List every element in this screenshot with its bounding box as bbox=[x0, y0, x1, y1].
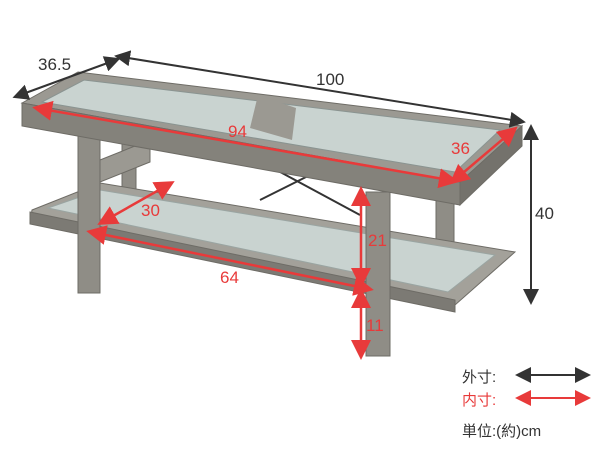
shelf-clearance-label: 21 bbox=[368, 231, 387, 250]
top-width-arrow bbox=[32, 100, 459, 189]
table bbox=[20, 71, 524, 357]
legend-unit-label: 単位:(約)cm bbox=[462, 423, 542, 440]
shelf-width-arrow bbox=[86, 225, 374, 296]
depth-label: 36.5 bbox=[38, 55, 71, 74]
inner-dimension-arrows bbox=[32, 100, 518, 360]
shelf-depth-label: 30 bbox=[141, 201, 160, 220]
legend-outer-label: 外寸: bbox=[462, 369, 497, 386]
top-depth-label: 36 bbox=[451, 139, 470, 158]
width-label: 100 bbox=[316, 70, 344, 89]
floor-clearance-label: 11 bbox=[366, 316, 384, 335]
top-depth-arrow bbox=[449, 126, 518, 185]
depth-arrow bbox=[12, 56, 121, 100]
height-label: 40 bbox=[535, 204, 554, 223]
top-width-label: 94 bbox=[228, 122, 247, 141]
shelf-depth-arrow bbox=[97, 181, 175, 225]
legend-inner-label: 内寸: bbox=[462, 392, 497, 409]
front-left-leg bbox=[77, 134, 101, 294]
shelf-width-label: 64 bbox=[220, 268, 239, 287]
